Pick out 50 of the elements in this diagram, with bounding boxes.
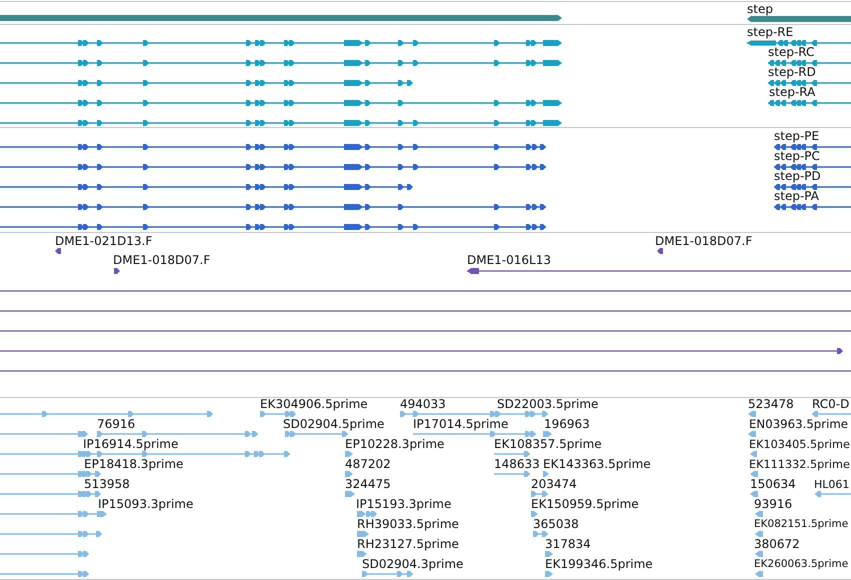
- feature-label: 380672: [754, 538, 800, 550]
- feature-label: 365038: [533, 518, 579, 530]
- feature-label: RC0-D: [812, 398, 850, 410]
- feature-label: EP10228.3prime: [345, 438, 444, 450]
- feature-label: 203474: [531, 478, 577, 490]
- feature-label: step-PD: [774, 170, 821, 182]
- feature-label: IP16914.5prime: [83, 438, 178, 450]
- feature-label: 76916: [97, 418, 136, 430]
- feature-label: 494033: [400, 398, 446, 410]
- feature-label: EK111332.5prime: [749, 458, 850, 470]
- feature-label: 93916: [754, 498, 792, 510]
- feature-label: EK143363.5prime: [543, 458, 651, 470]
- feature-label: EK108357.5prime: [494, 438, 602, 450]
- feature-label: DME1-018D07.F: [113, 254, 210, 267]
- feature-label: 487202: [345, 458, 391, 470]
- feature-label: 317834: [545, 538, 591, 550]
- feature-label: SD02904.5prime: [283, 418, 384, 430]
- feature-label: 324475: [345, 478, 391, 490]
- feature-label: 523478: [748, 398, 794, 410]
- feature-label: step-RE: [747, 26, 794, 38]
- feature-label: EK304906.5prime: [260, 398, 368, 410]
- feature-label: IP15093.3prime: [98, 498, 194, 510]
- feature-label: step-PC: [774, 150, 820, 162]
- feature-label: EK082151.5prime: [754, 518, 848, 530]
- feature-label: step-RA: [769, 86, 816, 99]
- feature-label: EK199346.5prime: [545, 558, 653, 570]
- feature-label: SD22003.5prime: [497, 398, 598, 410]
- feature-label: EN03963.5prime: [749, 418, 848, 430]
- feature-label: SD02904.3prime: [362, 558, 464, 570]
- feature-label: step-RC: [768, 46, 814, 59]
- feature-label: EK260063.5prime: [754, 558, 848, 570]
- feature-label: 196963: [544, 418, 590, 430]
- feature-label: 148633: [494, 458, 540, 470]
- feature-label: IP17014.5prime: [413, 418, 508, 430]
- feature-label: DME1-018D07.F: [655, 234, 752, 248]
- feature-label: IP15193.3prime: [356, 498, 452, 510]
- feature-label: step: [747, 2, 773, 16]
- feature-label: step-RD: [768, 66, 816, 79]
- feature-label: HL061: [814, 478, 850, 490]
- feature-label: 150634: [750, 478, 796, 490]
- feature-label: RH23127.5prime: [357, 538, 459, 550]
- feature-label: step-PE: [774, 130, 820, 142]
- feature-label: DME1-021D13.F: [55, 234, 152, 248]
- feature-label: RH39033.5prime: [357, 518, 459, 530]
- feature-label: DME1-016L13: [467, 254, 551, 267]
- feature-label: 513958: [84, 478, 130, 490]
- feature-label: EK103405.5prime: [749, 438, 850, 450]
- feature-label: EP18418.3prime: [84, 458, 184, 470]
- feature-label: step-PA: [774, 190, 819, 202]
- feature-label: EK150959.5prime: [531, 498, 639, 510]
